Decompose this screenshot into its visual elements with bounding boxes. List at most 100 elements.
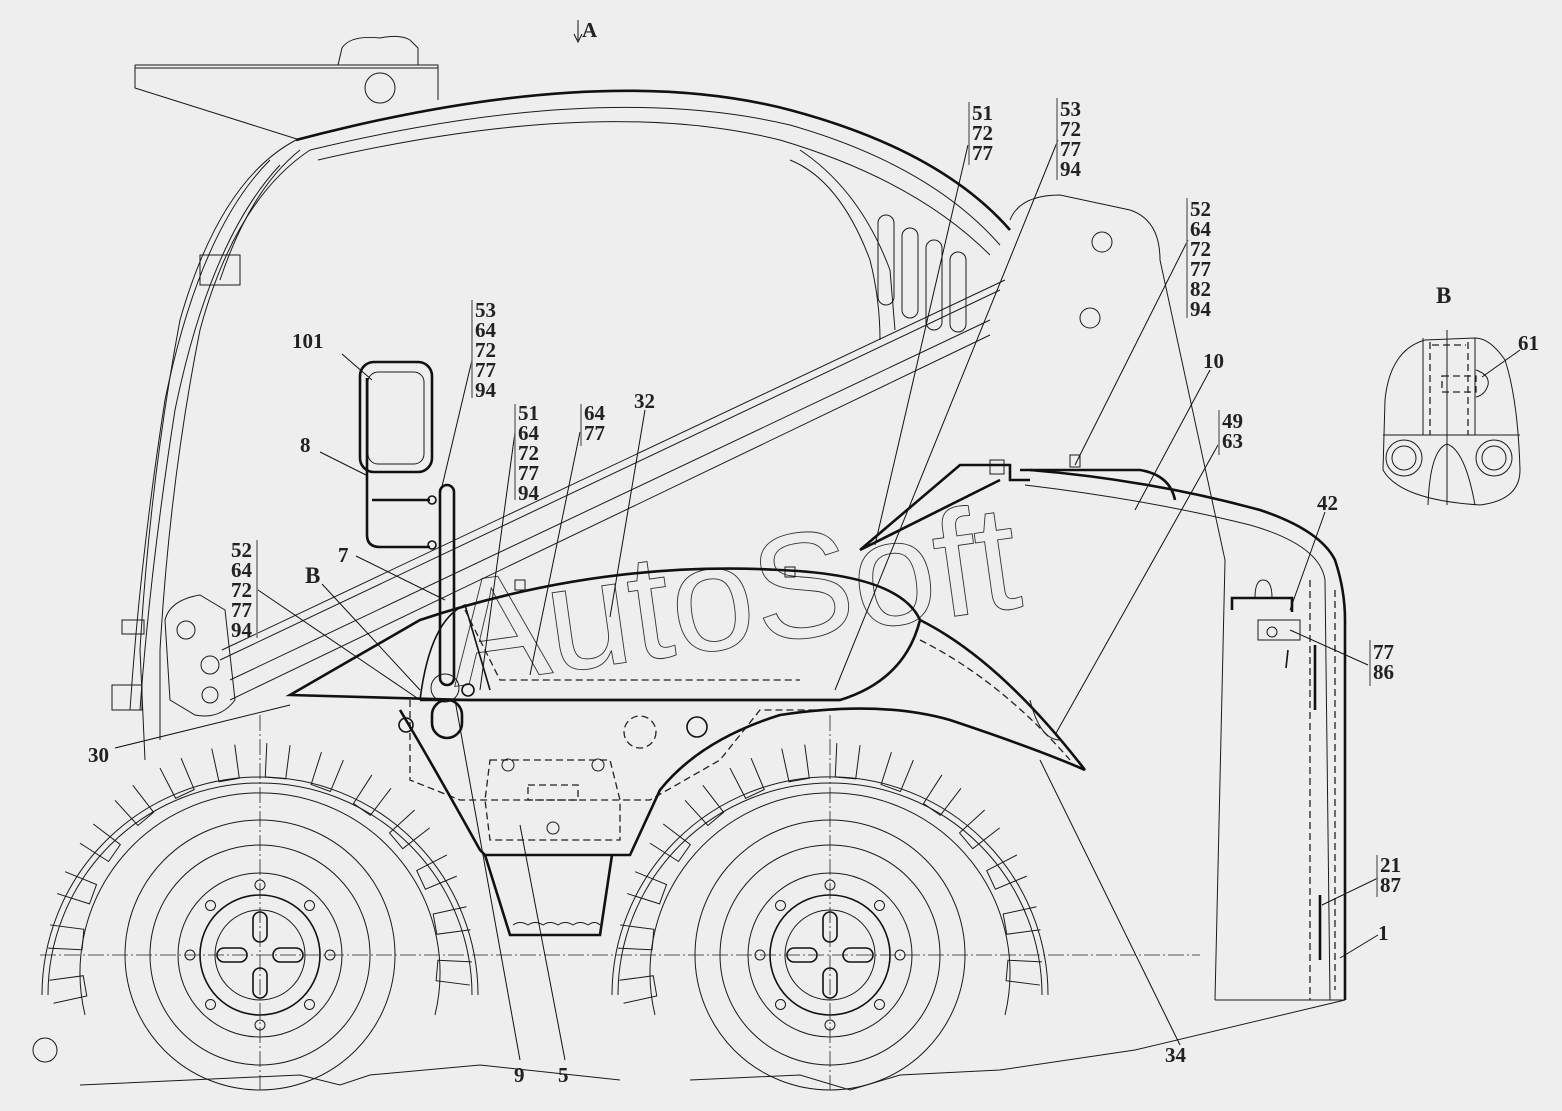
- latch-handle: [1230, 579, 1301, 669]
- wheel-bolt: [205, 998, 217, 1010]
- lift-link: [164, 594, 236, 717]
- tread-lug: [435, 959, 472, 986]
- callout-number: 49: [1222, 409, 1243, 433]
- cab-frame: [111, 89, 1011, 761]
- callout-number: 72: [231, 578, 252, 602]
- hub-slot: [272, 947, 304, 963]
- callout-8: 8: [300, 433, 311, 457]
- callout-9: 9: [514, 1063, 525, 1087]
- callout-number: 94: [1190, 297, 1212, 321]
- callout-number: 51: [518, 401, 539, 425]
- callout-7: 7: [338, 543, 349, 567]
- roof-hole: [364, 72, 396, 104]
- callout-number: 53: [475, 298, 496, 322]
- tread-lug: [619, 975, 658, 1004]
- callout-34: 34: [1165, 1043, 1187, 1067]
- callout-30: 30: [88, 743, 109, 767]
- tread-lug: [388, 809, 430, 850]
- tread-lug: [986, 854, 1027, 890]
- boom-arm: [219, 279, 1006, 701]
- wheel-bolt: [873, 900, 885, 912]
- rear-wheel: [611, 715, 1049, 1091]
- boom-tower: [1009, 194, 1226, 1001]
- wheel-bolt: [303, 900, 315, 912]
- side-body: [285, 566, 1087, 857]
- callout-number: 77: [1060, 137, 1081, 161]
- tread-lug: [781, 744, 810, 783]
- chassis-bottom: [32, 954, 1200, 1091]
- tread-lug: [729, 758, 765, 799]
- tread-lug: [922, 774, 962, 817]
- callout-number: 94: [231, 618, 253, 642]
- callout-number: 77: [231, 598, 252, 622]
- callout-number: 94: [518, 481, 540, 505]
- view-marker-a: A: [582, 18, 598, 42]
- callout-number: 64: [584, 401, 606, 425]
- callout-number: 77: [584, 421, 605, 445]
- tread-lug: [618, 924, 655, 951]
- tread-lug: [56, 871, 98, 905]
- callout-number: 64: [231, 558, 253, 582]
- callout-number: 72: [518, 441, 539, 465]
- tread-lug: [114, 785, 155, 827]
- tread-lug: [159, 758, 195, 799]
- callout-61: 61: [1518, 331, 1539, 355]
- step: [483, 715, 708, 937]
- callout-number: 64: [518, 421, 540, 445]
- callout-number: 52: [231, 538, 252, 562]
- callout-number: 21: [1380, 853, 1401, 877]
- wheel-bolt: [775, 998, 787, 1010]
- tread-lug: [352, 774, 392, 817]
- callout-number: 86: [1373, 660, 1394, 684]
- callout-number: 94: [1060, 157, 1082, 181]
- callout-number: 77: [972, 141, 993, 165]
- callout-number: 82: [1190, 277, 1211, 301]
- callout-number: 52: [1190, 197, 1211, 221]
- tread-lug: [684, 785, 725, 827]
- rear-hood: [859, 454, 1347, 1051]
- callout-number: 72: [972, 121, 993, 145]
- callout-number: 77: [1373, 640, 1394, 664]
- tread-lug: [432, 906, 471, 935]
- callout-number: 72: [475, 338, 496, 362]
- section-b-title: B: [1436, 283, 1451, 308]
- tread-lug: [880, 751, 914, 793]
- front-wheel: [41, 715, 479, 1091]
- tread-lug: [1005, 959, 1042, 986]
- tread-lug: [1002, 906, 1041, 935]
- tread-lug: [264, 743, 291, 780]
- callout-1: 1: [1378, 921, 1389, 945]
- callout-labels: A 101 8 7 B 30 9 5 32 10 42 34 1 61 B: [88, 18, 1539, 1087]
- callout-5: 5: [558, 1063, 569, 1087]
- tread-lug: [79, 823, 122, 863]
- callout-number: 94: [475, 378, 497, 402]
- roof-plate: [134, 35, 439, 141]
- tread-lug: [310, 751, 344, 793]
- callout-number: 72: [1190, 237, 1211, 261]
- tread-lug: [834, 743, 861, 780]
- callout-number: 64: [475, 318, 497, 342]
- tread-lug: [211, 744, 240, 783]
- callout-42: 42: [1317, 491, 1338, 515]
- wheel-bolt: [873, 998, 885, 1010]
- callout-101: 101: [292, 329, 324, 353]
- callout-number: 72: [1060, 117, 1081, 141]
- callout-number: 77: [475, 358, 496, 382]
- callout-number: 87: [1380, 873, 1401, 897]
- callout-b: B: [305, 563, 320, 588]
- cab-side-vents: [789, 149, 967, 341]
- callout-number: 77: [518, 461, 539, 485]
- tread-lug: [48, 924, 85, 951]
